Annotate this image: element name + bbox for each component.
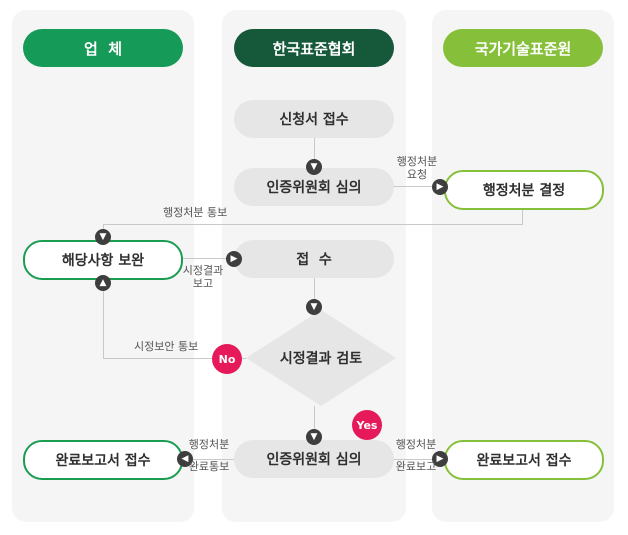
line-review-to-committee [314,406,315,440]
label-admin-notice: 행정처분 통보 [163,206,228,219]
diamond-label: 시정결과 검토 [279,351,363,367]
chevron-down-icon: ▼ [95,229,111,245]
chevron-down-icon: ▼ [306,159,322,175]
header-company: 업 체 [23,29,183,67]
header-kstandard: 한국표준협회 [234,29,394,67]
box-application-receipt: 신청서 접수 [234,100,394,138]
box-completion-report-company: 완료보고서 접수 [23,440,183,480]
chevron-down-icon: ▼ [306,429,322,445]
column-kats [432,10,614,522]
chevron-up-icon: ▲ [95,275,111,291]
header-kats: 국가기술표준원 [443,29,603,67]
line-decision-down [522,206,523,224]
badge-yes: Yes [352,410,382,440]
chevron-left-icon: ◀ [177,451,193,467]
line-receipt-to-review [314,278,315,310]
chevron-right-icon: ▶ [432,451,448,467]
label-correction-notice: 시정보안 통보 [134,340,199,353]
badge-no: No [212,344,242,374]
box-supplement: 해당사항 보완 [23,240,183,280]
box-admin-decision: 행정처분 결정 [444,170,604,210]
line-apply-to-committee [314,138,315,168]
chevron-right-icon: ▶ [226,251,242,267]
line-notice-horizontal [103,224,523,225]
box-final-committee-review: 인증위원회 심의 [234,440,394,478]
line-committee-to-company [183,459,234,460]
diamond-trial-review [246,310,396,406]
line-no-vertical [103,278,104,358]
line-no-horizontal [103,358,246,359]
chevron-right-icon: ▶ [432,179,448,195]
line-committee-to-kats [394,459,444,460]
line-committee-to-decision [394,186,444,187]
chevron-down-icon: ▼ [306,299,322,315]
box-receipt: 접 수 [234,240,394,278]
box-completion-report-kats: 완료보고서 접수 [444,440,604,480]
line-supplement-to-receipt [183,258,234,259]
